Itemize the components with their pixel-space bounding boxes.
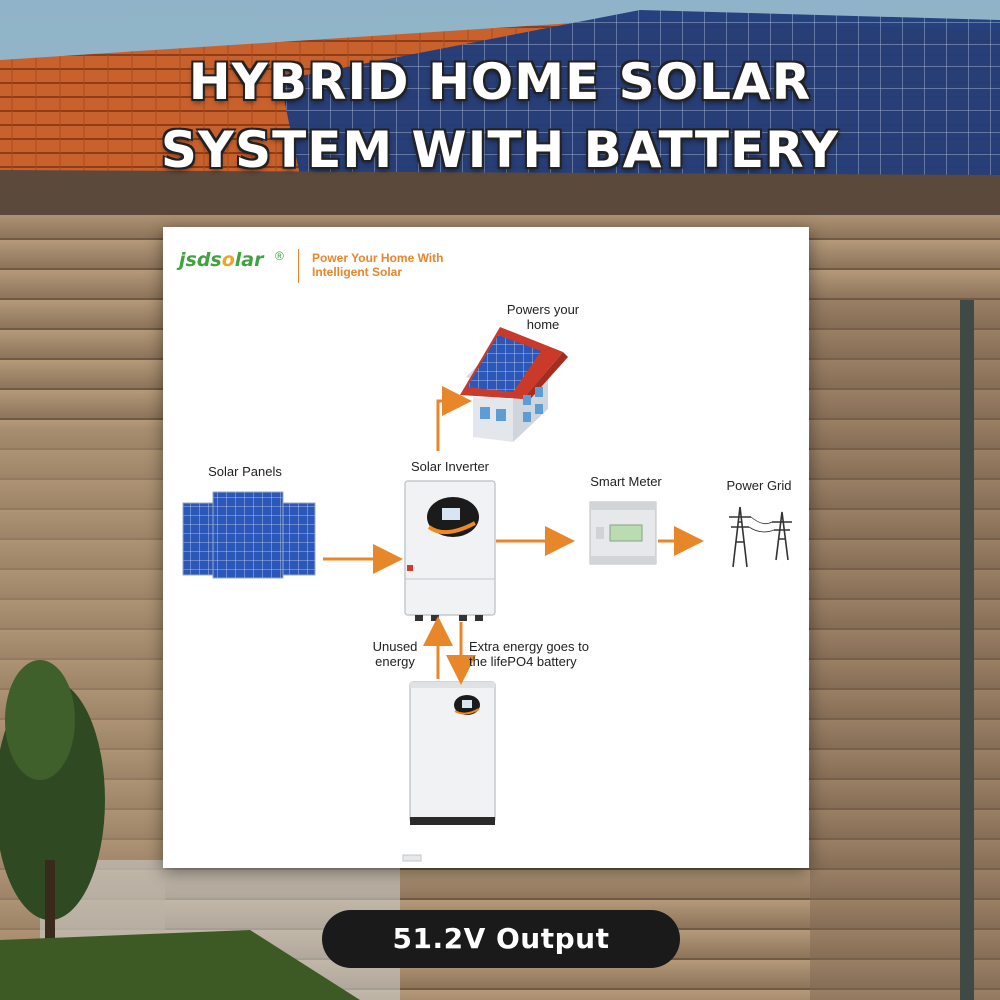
home-label-line-1: Powers your bbox=[506, 302, 580, 317]
flow-arrows bbox=[323, 386, 704, 685]
unused-label-line-1: Unused bbox=[372, 639, 418, 654]
smart-meter-label: Smart Meter bbox=[590, 474, 662, 489]
arrow-inverter-to-home bbox=[436, 386, 472, 451]
inverter-label: Solar Inverter bbox=[410, 459, 490, 474]
battery-icon bbox=[402, 681, 496, 862]
energy-flow-diagram bbox=[182, 327, 792, 862]
logo-suffix: lar bbox=[234, 249, 264, 271]
brand-tagline: Power Your Home With Intelligent Solar bbox=[312, 251, 512, 279]
tagline-line-1: Power Your Home With bbox=[312, 251, 444, 265]
extra-label-line-1: Extra energy goes to bbox=[469, 639, 589, 654]
output-badge: 51.2V Output bbox=[322, 910, 680, 968]
unused-label-line-2: energy bbox=[375, 654, 415, 669]
solar-panels-icon bbox=[182, 491, 316, 579]
headline: HYBRID HOME SOLAR SYSTEM WITH BATTERY bbox=[0, 48, 1000, 184]
solar-panels-label: Solar Panels bbox=[208, 464, 282, 479]
tagline-line-2: Intelligent Solar bbox=[312, 265, 403, 279]
house-icon bbox=[460, 327, 568, 442]
home-label-line-2: home bbox=[526, 317, 560, 332]
inverter-icon bbox=[404, 480, 496, 621]
extra-energy-label: Extra energy goes to the lifePO4 battery bbox=[469, 639, 619, 669]
home-label: Powers your home bbox=[483, 302, 603, 332]
headline-line-2: SYSTEM WITH BATTERY bbox=[160, 121, 840, 179]
power-grid-label: Power Grid bbox=[726, 478, 792, 493]
unused-energy-label: Unused energy bbox=[360, 639, 430, 669]
logo-o: o bbox=[221, 249, 235, 271]
smart-meter-icon bbox=[589, 501, 657, 565]
logo-prefix: jsds bbox=[179, 249, 222, 271]
registered-mark: ® bbox=[275, 249, 284, 263]
extra-label-line-2: the lifePO4 battery bbox=[469, 654, 577, 669]
diagram-card: jsdsolar ® Power Your Home With Intellig… bbox=[163, 227, 809, 868]
logo-divider bbox=[298, 249, 299, 283]
brand-logo: jsdsolar bbox=[179, 249, 264, 271]
headline-line-1: HYBRID HOME SOLAR bbox=[188, 53, 812, 111]
power-grid-icon bbox=[729, 506, 792, 568]
